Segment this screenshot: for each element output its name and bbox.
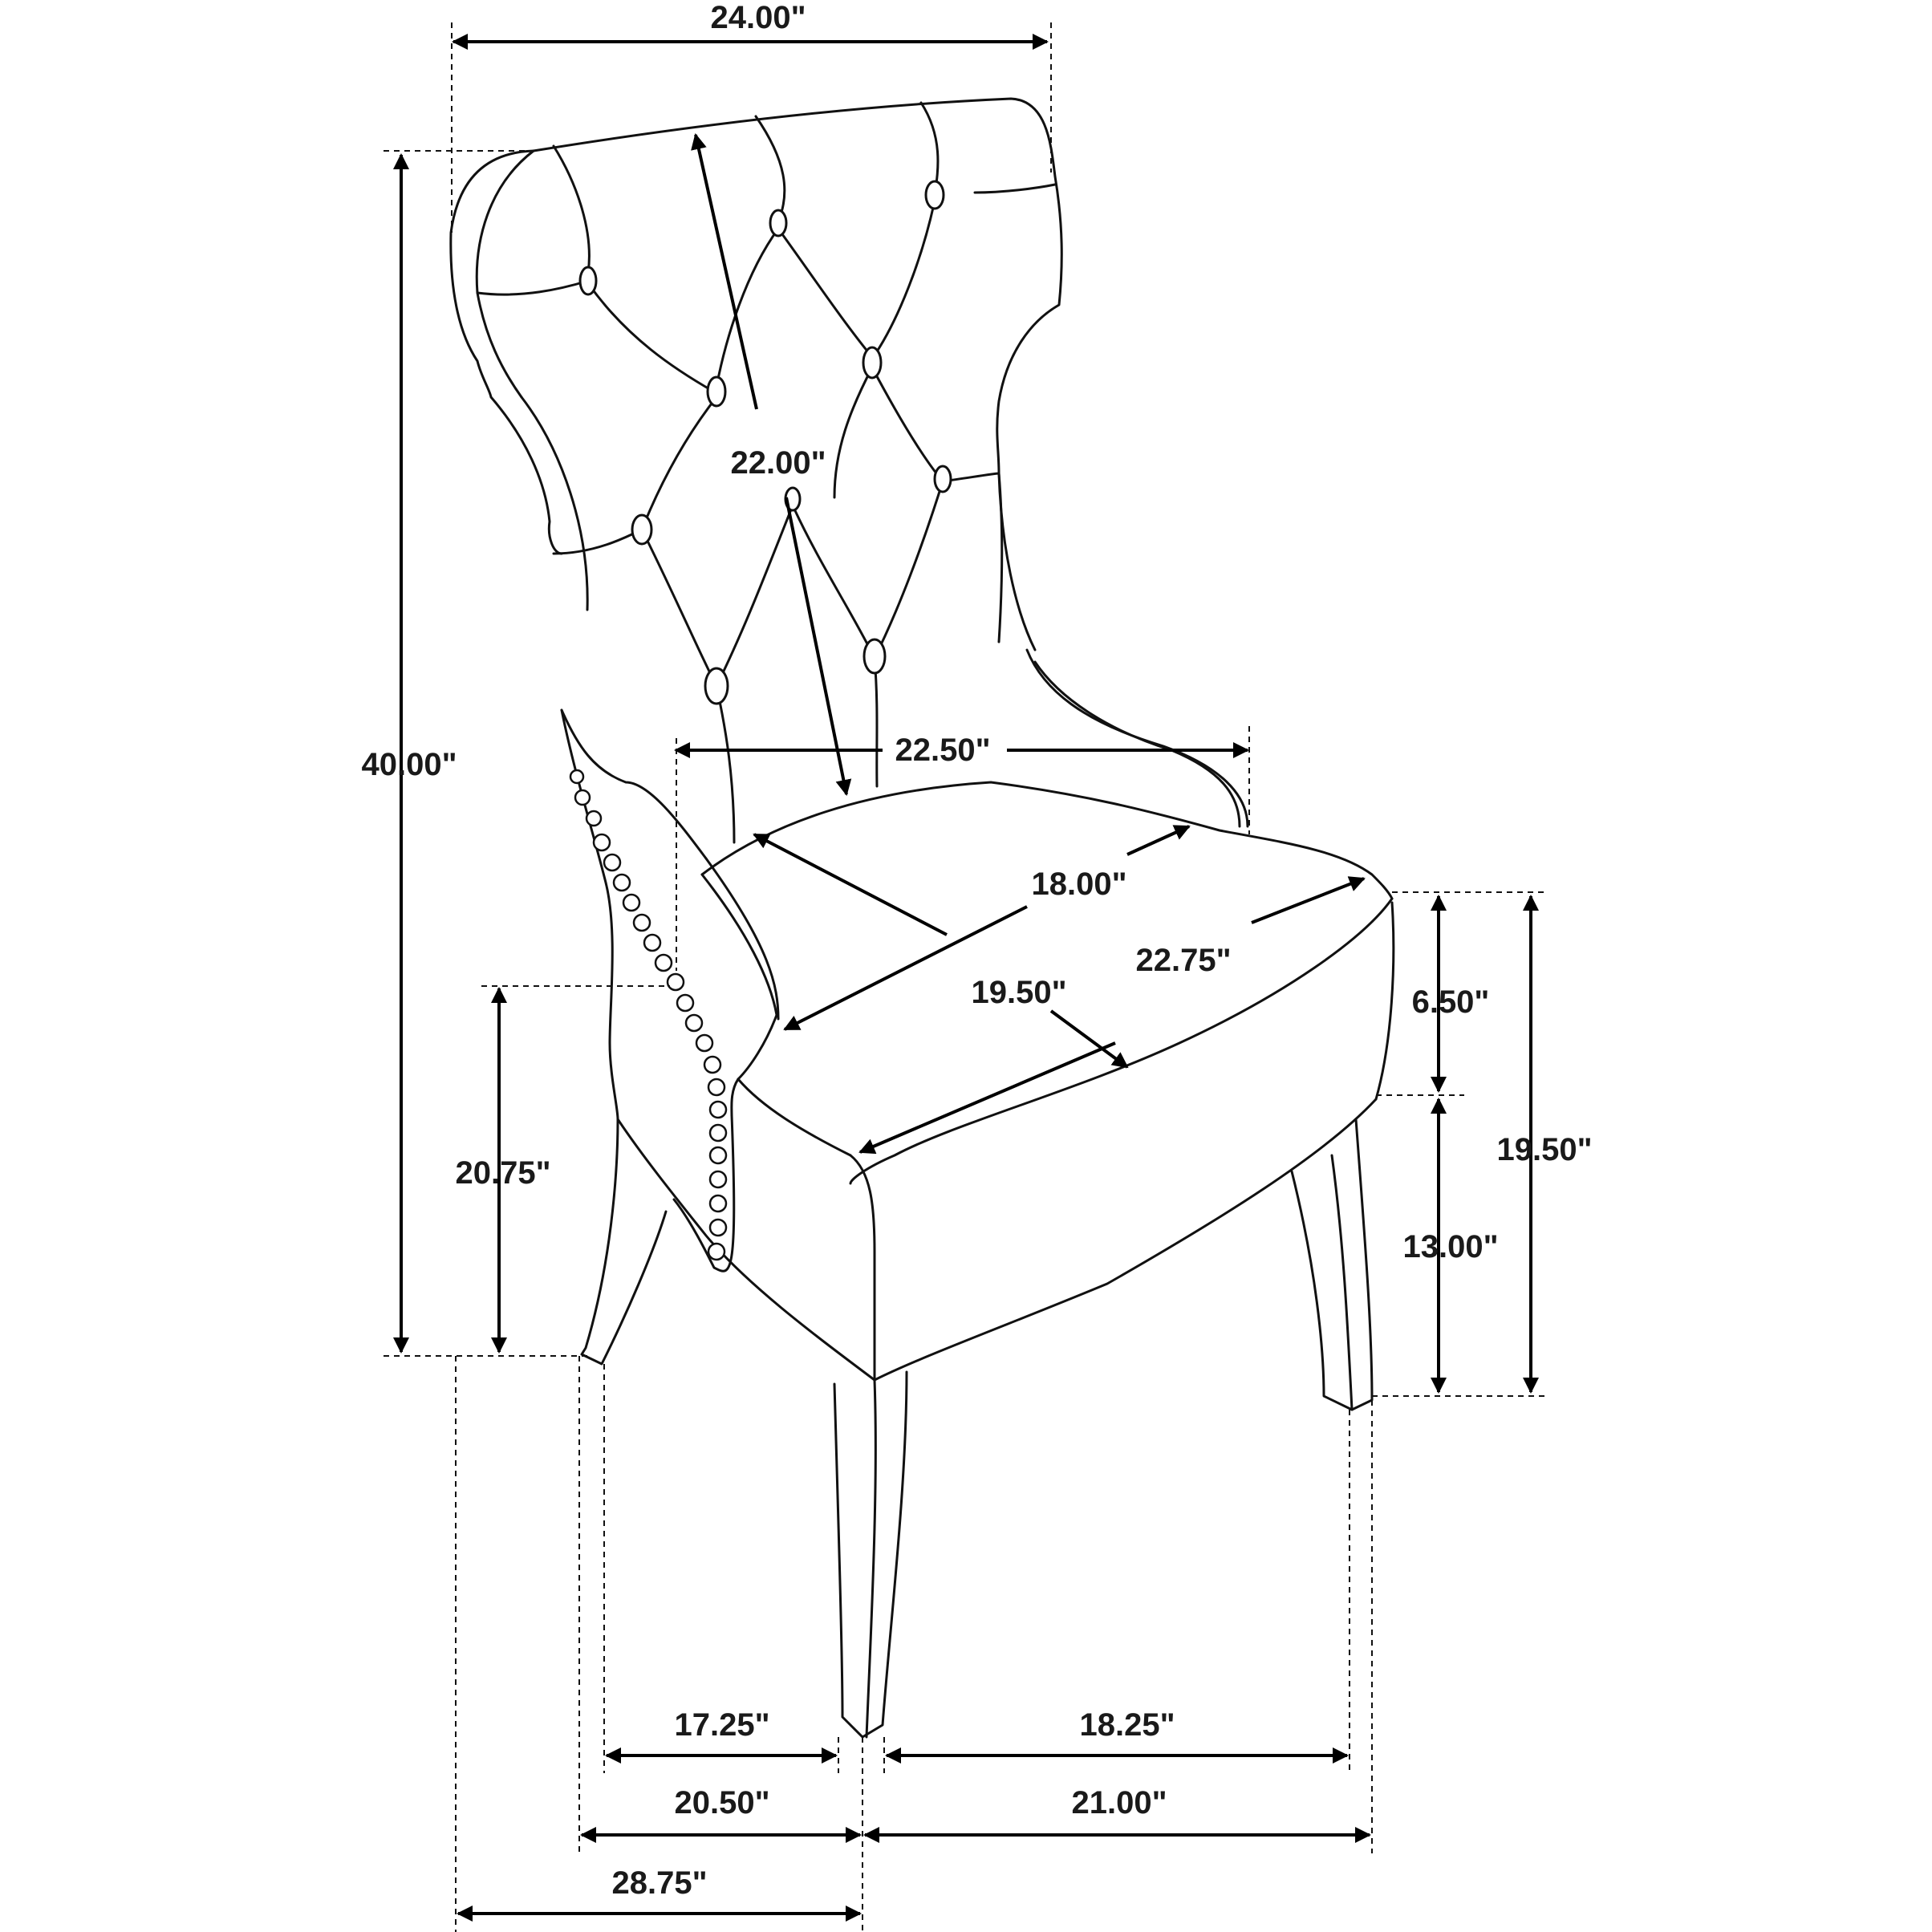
label-base-left-outer: 20.50" [674,1785,769,1820]
dim-seat-front-arrow-lower [858,1041,1116,1155]
dim-seat-diagonal-arrow-lower [1049,1009,1129,1069]
label-overall-depth: 28.75" [611,1865,707,1901]
nailhead-trim [569,769,728,1261]
dim-back-height-arrow-upper [691,133,758,410]
label-seat-height: 19.50" [1496,1132,1592,1167]
label-base-left-inner: 17.25" [674,1707,769,1743]
label-seat-front-width: 22.75" [1135,943,1231,978]
dimension-arrows [393,34,1539,1922]
tuft-button [706,375,727,408]
label-back-height: 22.00" [730,445,826,481]
chair-outline [449,97,1395,1739]
label-seat-width: 22.50" [895,733,990,768]
extension-lines [384,22,1548,1932]
dimension-labels: 24.00" 40.00" 22.00" 22.50" 18.00" 19.50… [361,0,1592,1901]
label-leg-height: 13.00" [1402,1229,1498,1264]
tuft-button [631,513,653,546]
tuft-button [924,180,945,210]
dim-seat-depth-arrow-lower [783,905,1028,1031]
label-base-right-inner: 18.25" [1079,1707,1175,1743]
dim-back-height-arrow-lower [785,497,852,796]
tuft-button [578,266,598,296]
label-arm-height: 20.75" [455,1155,550,1191]
label-seat-depth-front: 18.00" [1031,867,1126,902]
label-seat-cushion: 6.50" [1412,984,1490,1020]
dim-seat-depth-arrow-upper [1126,825,1191,856]
tuft-button [933,465,952,493]
dim-seat-front-arrow-upper [1251,876,1366,924]
label-overall-height: 40.00" [361,747,457,782]
tuft-button [769,209,788,237]
label-overall-width: 24.00" [710,0,806,35]
dim-seat-diagonal-arrow-upper [753,833,948,936]
label-seat-diagonal: 19.50" [971,975,1066,1010]
tuft-button [862,638,887,675]
tuft-button [704,667,729,705]
tuft-button [862,346,883,380]
label-base-right-outer: 21.00" [1071,1785,1167,1820]
